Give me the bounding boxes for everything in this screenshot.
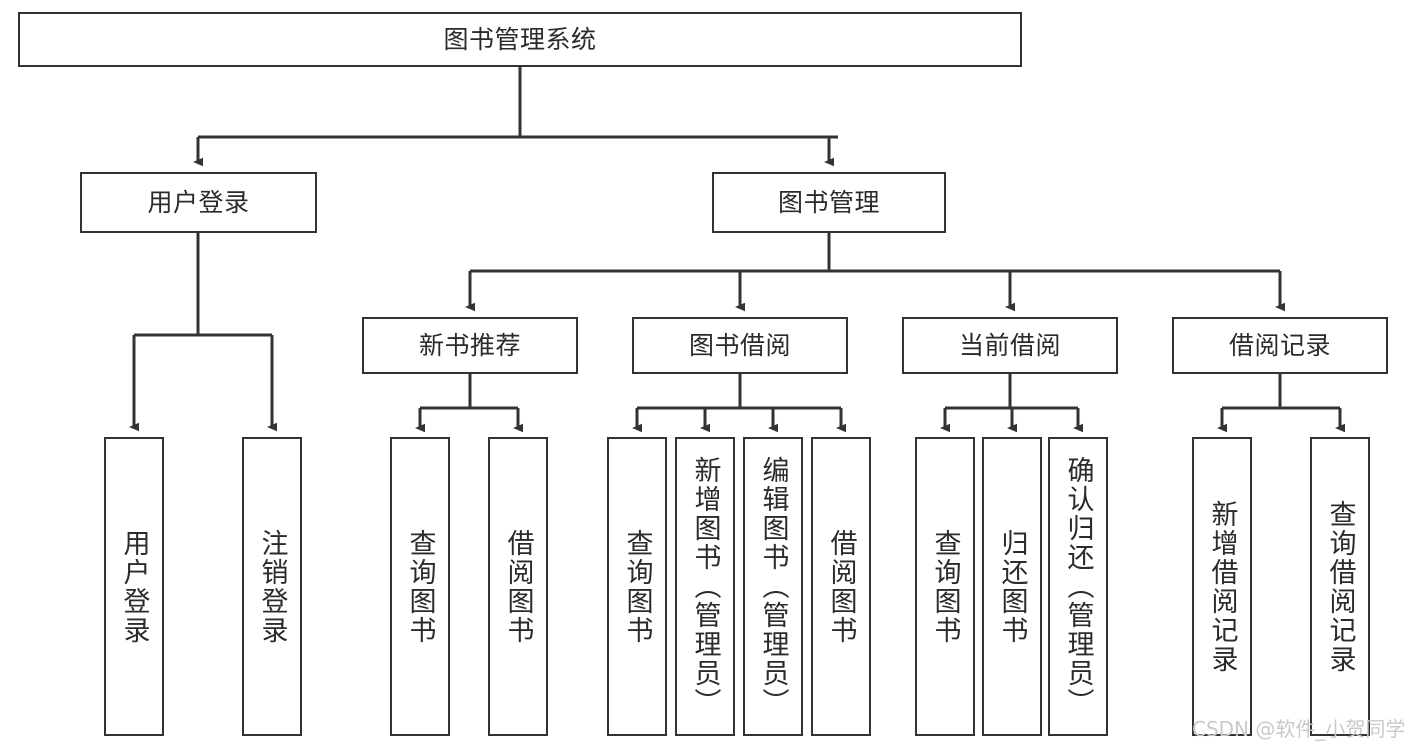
node-current-borrow[interactable]: 当前借阅 <box>902 317 1118 374</box>
leaf-add-book[interactable]: 新增图书（管理员） <box>675 437 735 736</box>
leaf-borrow-book-1[interactable]: 借阅图书 <box>488 437 548 736</box>
leaf-add-book-label: 新增图书（管理员） <box>689 456 721 717</box>
leaf-query-borrow-record-label: 查询借阅记录 <box>1324 499 1356 674</box>
csdn-watermark: CSDN @软件_小贺同学 <box>1192 717 1405 741</box>
leaf-query-book-1[interactable]: 查询图书 <box>390 437 450 736</box>
node-book-management-label: 图书管理 <box>777 187 880 217</box>
leaf-logout[interactable]: 注销登录 <box>242 437 302 736</box>
leaf-query-book-3[interactable]: 查询图书 <box>915 437 975 736</box>
node-borrow-record-label: 借阅记录 <box>1228 330 1331 360</box>
node-book-borrow[interactable]: 图书借阅 <box>632 317 848 374</box>
leaf-return-book-label: 归还图书 <box>996 528 1028 645</box>
leaf-query-book-2-label: 查询图书 <box>621 528 653 645</box>
leaf-borrow-book-1-label: 借阅图书 <box>502 528 534 645</box>
leaf-query-book-1-label: 查询图书 <box>404 528 436 645</box>
leaf-logout-label: 注销登录 <box>256 528 288 645</box>
node-user-login-label: 用户登录 <box>147 187 250 217</box>
leaf-user-login[interactable]: 用户登录 <box>104 437 164 736</box>
leaf-confirm-return-label: 确认归还（管理员） <box>1062 456 1094 717</box>
leaf-query-book-2[interactable]: 查询图书 <box>607 437 667 736</box>
leaf-return-book[interactable]: 归还图书 <box>982 437 1042 736</box>
node-root-label: 图书管理系统 <box>443 24 597 54</box>
node-current-borrow-label: 当前借阅 <box>958 330 1061 360</box>
node-root[interactable]: 图书管理系统 <box>18 12 1022 67</box>
leaf-edit-book[interactable]: 编辑图书（管理员） <box>743 437 803 736</box>
node-book-borrow-label: 图书借阅 <box>688 330 791 360</box>
node-new-book-recommend-label: 新书推荐 <box>418 330 521 360</box>
leaf-edit-book-label: 编辑图书（管理员） <box>757 456 789 717</box>
node-new-book-recommend[interactable]: 新书推荐 <box>362 317 578 374</box>
node-book-management[interactable]: 图书管理 <box>712 172 946 233</box>
node-user-login[interactable]: 用户登录 <box>80 172 317 233</box>
leaf-confirm-return[interactable]: 确认归还（管理员） <box>1048 437 1108 736</box>
leaf-query-book-3-label: 查询图书 <box>929 528 961 645</box>
leaf-user-login-label: 用户登录 <box>118 528 150 645</box>
node-borrow-record[interactable]: 借阅记录 <box>1172 317 1388 374</box>
leaf-borrow-book-2[interactable]: 借阅图书 <box>811 437 871 736</box>
leaf-add-borrow-record[interactable]: 新增借阅记录 <box>1192 437 1252 736</box>
leaf-query-borrow-record[interactable]: 查询借阅记录 <box>1310 437 1370 736</box>
leaf-borrow-book-2-label: 借阅图书 <box>825 528 857 645</box>
leaf-add-borrow-record-label: 新增借阅记录 <box>1206 499 1238 674</box>
